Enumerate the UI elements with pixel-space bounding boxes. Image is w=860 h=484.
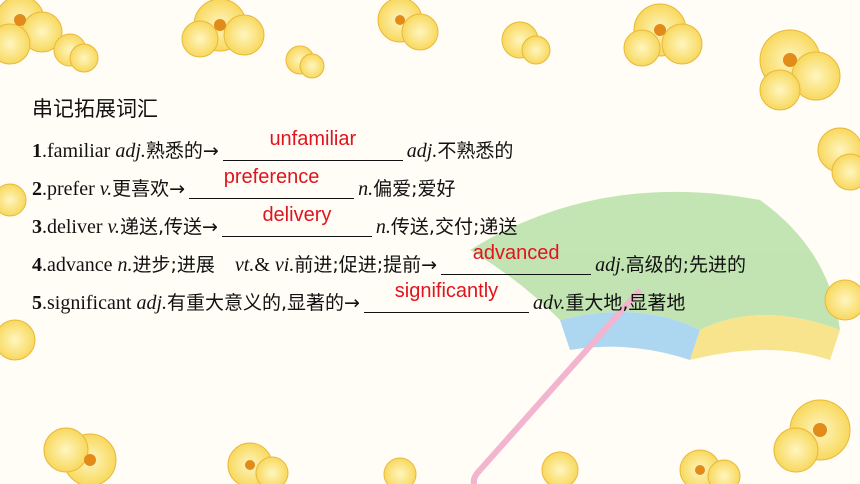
section-heading: 串记拓展词汇	[32, 97, 158, 121]
answer-blank: unfamiliar	[222, 128, 403, 161]
answer-text: delivery	[262, 204, 332, 226]
item-amp: &	[254, 254, 275, 276]
item-pos-vt: vt.	[234, 254, 255, 276]
item-number: 5	[32, 292, 42, 314]
item-meaning: 有重大意义的,显著的→	[167, 292, 360, 314]
umbrella-illustration	[470, 191, 840, 484]
item-meaning2: 偏爱;爱好	[373, 178, 456, 200]
item-number: 4	[32, 254, 42, 276]
item-word: familiar	[47, 140, 116, 162]
answer-text: unfamiliar	[269, 128, 357, 150]
item-number: 3	[32, 216, 42, 238]
item-pos2: n.	[358, 178, 374, 200]
item-meaning2: 传送,交付;递送	[390, 216, 518, 238]
answer-blank: significantly	[363, 280, 529, 313]
item-meaning2: 不熟悉的	[437, 140, 514, 162]
answer-text: advanced	[472, 242, 560, 264]
item-meaning: 更喜欢→	[112, 178, 186, 200]
item-pos: v.	[107, 216, 120, 238]
answer-text: preference	[223, 166, 320, 188]
item-pos2: adj.	[406, 140, 438, 162]
item-pos: n.	[117, 254, 133, 276]
item-pos: v.	[99, 178, 113, 200]
item-word: prefer	[47, 178, 100, 200]
item-meaning: 递送,传送→	[119, 216, 218, 238]
vocab-item-5: 5.significant adj.有重大意义的,显著的→significant…	[32, 280, 832, 322]
answer-blank: advanced	[441, 242, 592, 275]
item-word: deliver	[47, 216, 108, 238]
vocab-item-4: 4.advance n.进步;进展 vt.& vi.前进;促进;提前→advan…	[32, 242, 832, 284]
item-number: 2	[32, 178, 42, 200]
item-meaning: 熟悉的→	[145, 140, 219, 162]
answer-blank: preference	[189, 166, 355, 199]
item-pos2: adj.	[595, 254, 626, 276]
item-meaning2: 重大地,显著地	[565, 292, 686, 314]
item-word: advance	[47, 254, 118, 276]
item-pos2: adv.	[532, 292, 566, 314]
item-word: significant	[47, 292, 137, 314]
item-number: 1	[32, 140, 42, 162]
item-meaning: 进步;进展	[132, 254, 215, 276]
item-pos-vi: vi.	[274, 254, 295, 276]
item-meaning-b: 前进;促进;提前→	[294, 254, 438, 276]
item-pos: adj.	[136, 292, 167, 314]
item-meaning2: 高级的;先进的	[625, 254, 747, 276]
answer-blank: delivery	[221, 204, 372, 237]
item-pos: adj.	[115, 140, 146, 162]
item-pos2: n.	[375, 216, 391, 238]
answer-text: significantly	[394, 280, 499, 302]
